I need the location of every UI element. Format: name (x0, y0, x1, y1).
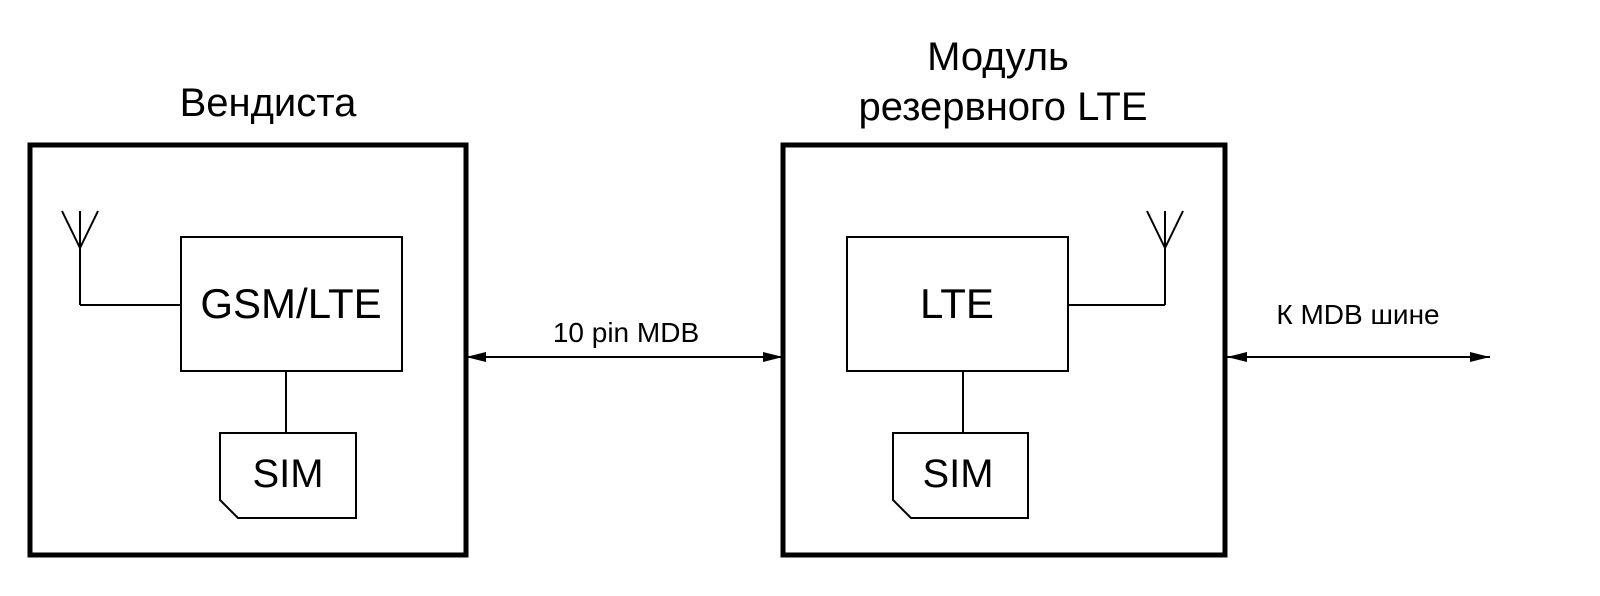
mdb-connector-label: 10 pin MDB (553, 317, 699, 348)
antenna-icon (1146, 210, 1184, 305)
right-device-box (780, 142, 1228, 558)
sim-card-label: SIM (922, 452, 993, 496)
antenna-icon (61, 210, 99, 305)
left-device-box (27, 142, 469, 558)
mdb-bus-label: К MDB шине (1276, 299, 1439, 330)
lte-module-label: LTE (920, 280, 994, 327)
right-device-title-line2: резервного LTE (858, 85, 1147, 129)
gsm-lte-module-label: GSM/LTE (200, 280, 381, 327)
right-device-title-line1: Модуль (927, 35, 1069, 79)
sim-card-icon (892, 432, 1029, 519)
sim-card-icon (219, 432, 357, 519)
left-device-title: Вендиста (180, 81, 358, 125)
gsm-lte-module (180, 236, 403, 372)
sim-card-label: SIM (252, 452, 323, 496)
